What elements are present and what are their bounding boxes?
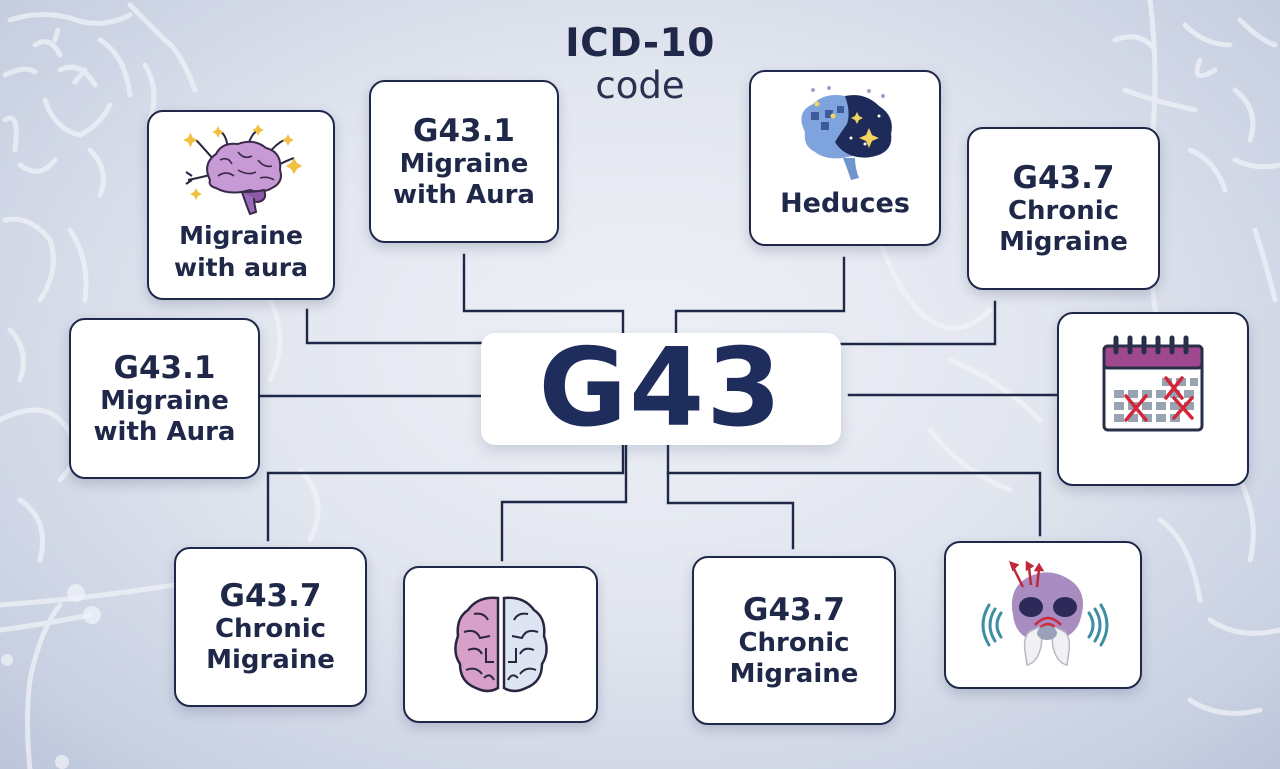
node-label-line1: Chronic — [1007, 195, 1120, 226]
brain-with-sparkles-icon — [183, 124, 302, 216]
node-g43-7-bottom-left: G43.7 Chronic Migraine — [174, 547, 367, 707]
title-code: code — [595, 64, 685, 107]
connector-heduces — [674, 256, 846, 335]
connector-g437-bottomcenter — [666, 443, 795, 550]
node-code: G43.7 — [219, 578, 322, 614]
node-label-line2: with aura — [174, 253, 308, 282]
connector-brain-halves — [500, 443, 628, 562]
node-label-line1: Chronic — [214, 614, 327, 644]
node-brain-hemispheres — [403, 566, 598, 723]
connector-g431-top — [462, 253, 625, 335]
node-migraine-with-aura-icon: Migraine with aura — [147, 110, 335, 300]
node-label-line1: Migraine — [399, 148, 529, 179]
node-code: G43.1 — [413, 112, 515, 149]
node-heduces: Heduces — [749, 70, 941, 246]
diagram-title: ICD-10 code — [540, 22, 740, 106]
node-g43-1-top: G43.1 Migraine with Aura — [369, 80, 559, 243]
node-label-line2: Migraine — [729, 658, 859, 689]
title-icd10: ICD-10 — [565, 21, 715, 66]
starry-brain-icon — [801, 86, 892, 180]
connector-g437-bottomleft — [266, 443, 625, 542]
node-label-line1: Migraine — [100, 385, 229, 416]
node-label: Heduces — [780, 188, 910, 219]
connector-migraine-aura-icon — [305, 308, 483, 345]
center-code-card: G43 — [481, 333, 841, 445]
node-label-line1: Migraine — [179, 221, 303, 250]
node-g43-7-top-right: G43.7 Chronic Migraine — [967, 127, 1160, 290]
connector-sinus-face — [666, 471, 1042, 537]
node-label-line1: Chronic — [738, 627, 850, 658]
connector-g437-topright — [839, 300, 997, 346]
sinus-pressure-face-icon — [981, 560, 1109, 666]
node-label-line2: with Aura — [393, 179, 535, 210]
center-code: G43 — [538, 326, 784, 451]
node-sinus-pressure — [944, 541, 1142, 689]
node-label-line2: with Aura — [93, 416, 236, 447]
brain-hemispheres-icon — [453, 596, 548, 692]
node-code: G43.7 — [1012, 159, 1115, 196]
node-code: G43.7 — [743, 591, 845, 628]
node-g43-7-bottom-center: G43.7 Chronic Migraine — [692, 556, 896, 725]
node-label-line2: Migraine — [206, 645, 335, 675]
node-code: G43.1 — [113, 349, 216, 386]
calendar-crossed-days-icon — [1102, 335, 1204, 432]
node-g43-1-left: G43.1 Migraine with Aura — [69, 318, 260, 479]
node-label-line2: Migraine — [999, 226, 1128, 257]
node-calendar — [1057, 312, 1249, 486]
